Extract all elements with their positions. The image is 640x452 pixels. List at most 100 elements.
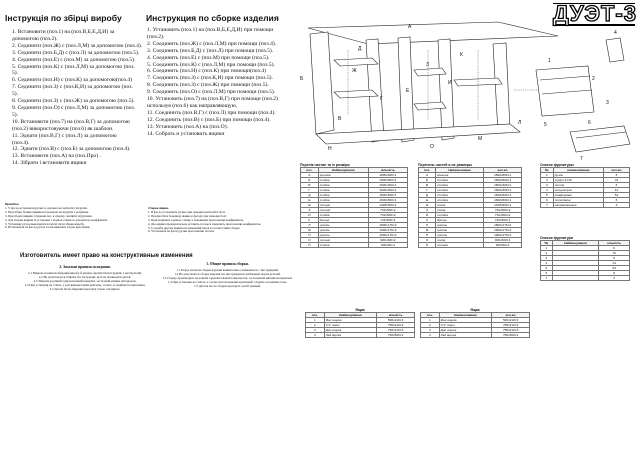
ua-note-line: 1. У фасад встановити ручки за допомогою… [5,205,88,210]
ua-step-line: 5. Сединити (поз.К) с (поз.Л,М) за допом… [12,63,135,70]
ua-step-line: 8. Сединити (поз.З) с (поз.Ж) за допомог… [12,98,135,105]
diagram-part-label: Д [358,46,362,52]
diagram-part-label: Б [300,76,304,82]
ru-step-line: используя (поз.6) как направляющую. [147,102,238,109]
table-cell: 4 [305,332,325,338]
drawer-table-ru-caption: Ящик [470,308,480,312]
ru-step-line: 7. Соединить (поз.З) с (поз.К,И) при пом… [147,75,273,82]
diagram-part-label: Г [380,96,383,102]
ru-rule-line: 1.2 Не допускается сборка изделия без ин… [174,272,281,277]
ru-notes: Сборка ящика 1. В фасад установить ручки… [148,206,293,234]
diagram-part-label: К [460,52,463,58]
ru-step-line: 11. Соединить (поз.В,Г) с (поз.Л) при по… [147,109,276,116]
diagram-part-label: Н [328,146,332,152]
ua-step-line: (поз.4). [12,139,30,146]
ua-step-line: 1. Встановити (поз.1) на (поз.В,Б,Е,Д,И)… [12,29,115,35]
ru-note-line: 4. Дно ящика предварительно вставить в п… [148,221,261,226]
ua-step-line: 14. Зібрати і встановити ящики [12,160,87,167]
table-cell: направляющие [552,202,605,208]
table-cell: Зад ящика [438,332,493,338]
table-cell: Зад ящика [323,332,378,338]
ua-step-line: 5). [12,111,19,118]
ru-rule-line: 1.1 Перед началом сборки изделия внимате… [176,268,279,273]
ua-step-line: 11. Эднати (поз.В,Г) с (поз.Л) за допомо… [12,132,117,139]
table-cell: стінка [317,242,369,248]
ru-step-line: 10. Установить (поз.7) на (поз.В,Г) при … [147,96,278,103]
diagram-part-label: В [338,116,342,122]
diagram-part-label: 3 [606,100,609,106]
diagram-part-label: З [426,62,429,68]
diagram-part-label: 1 [548,58,551,64]
diagram-part-label: 2 [592,76,595,82]
ua-step-line: допомогою (поз.2). [12,35,58,42]
ru-note-line: 6. Установить на фасад ручки при помощи … [148,229,215,234]
diagram-part-label: И [448,80,452,86]
ru-step-line: (поз.2). [147,33,165,40]
ua-step-line: 12. Эднати (поз.В) с (поз.Б) за допомого… [12,146,131,153]
ru-note-line: 1. В фасад установить ручки, при помощи … [148,209,226,214]
ua-notes: Примітка 1. У фасад встановити ручки за … [5,202,145,230]
ua-step-line: 13. Встановити (поз.А) на (поз.Про) . [12,153,101,160]
table-cell [551,275,600,281]
manufacturer-notice: Изготовитель имеет право на конструктивн… [20,253,193,259]
ua-note-line: 6. Встановлені на фасад ручок і пази вик… [5,225,91,230]
ua-step-line: 5). [12,70,19,77]
ua-rule-line: 2.1 Відмова починати збирання виробу й у… [28,271,142,276]
ru-step-line: 13. Установить (поз.А) на (поз.О). [147,123,228,130]
ru-step-line: 1. Установить (поз.1) на (поз.В,Б,Е,Д,И)… [147,27,274,33]
table-cell: 760х500×2 [491,332,530,338]
ru-notes-title: Сборка ящика [148,206,169,210]
ua-step-line: 7. Сединити (поз.З) с (поз.К,И) за допом… [12,84,133,91]
ru-step-line: 4. Соединить (поз.Е) с (поз.М) при помощ… [147,54,270,61]
ru-steps: 1. Установить (поз.1) на (поз.В,Б,Е,Д,И)… [147,27,278,138]
ua-step-line: 5). [12,91,19,98]
ua-rule-line: 2.3 Збирати на рівній горизонтальній пов… [33,279,137,284]
diagram-part-label: Ж [352,68,357,74]
table-cell: 3 [598,275,630,281]
table-cell: П [417,242,437,248]
ua-note-line: 5. Установку ручок виконувати на місці п… [5,221,85,226]
hardware-table-ru-caption: Список фурнитуры [540,163,574,167]
ru-note-line: 3. Присоедините заднюю стенку к боковина… [148,217,244,222]
ua-note-line: 3. При зборці ящиків з'єднання поз. в сп… [5,213,93,218]
diagram-part-label: 5 [544,122,547,128]
parts-table-ua: Перелік частин та їх розміри поз.Наймену… [300,163,409,248]
ru-step-line: 5. Соединить (поз.К) с (поз.Л,М) при пом… [147,61,275,68]
table-cell: 900х60×4 [367,242,409,248]
ru-step-line: 14. Собрать и установить ящики [147,130,225,137]
table-cell: 3 [603,202,630,208]
diagram-part-label: Е [406,88,410,94]
ru-rule-line: 1.5 Детали после сборки протереть сухой … [194,284,261,289]
ua-step-line: 6. Сединити (поз.Н) с (поз.К) за допомог… [12,77,132,84]
parts-table-ru-caption: Перечень частей и их размеры [418,163,473,167]
table-cell: П [300,242,319,248]
ru-rules-heading: 1. Общие правила сборки. [206,262,249,266]
ua-note-line: 4. Для зборки ящиків їх установка і задн… [5,217,108,222]
ua-rules-heading: 2. Загальні правила складання. [59,265,111,269]
ru-step-line: 3. Соединить (поз.Б,Д) с (поз.Л) при пом… [147,47,274,54]
diagram-part-label: 4 [614,30,617,36]
parts-table-ru: Перечень частей и их размеры поз.Наимено… [417,163,522,248]
parts-table-ua-caption: Перелік частин та їх розміри [300,163,350,167]
diagram-part-label: О [430,144,434,150]
ua-note-line: 2. При збірці бічних ящиків встановлені … [5,209,89,214]
ua-step-line: 10. Встановити (поз.7) на (поз.В,Г) за д… [12,118,130,125]
table-cell: 4 [420,332,440,338]
ru-step-line: 8. Соединить (поз.З) с (поз.Ж) при помощ… [147,82,269,89]
ua-step-line: 3. Сединити (поз.Б,Д) с (поз.Л) за допом… [12,49,140,56]
ua-general-rules: 2. Загальні правила складання. 2.1 Відмо… [20,265,150,292]
diagram-part-label: 7 [580,156,583,162]
diagram-part-label: 6 [588,120,591,126]
ru-rule-line: 1.4 При установке на стенах, в случае ис… [167,280,288,285]
table-cell: 760х500×2 [376,332,415,338]
